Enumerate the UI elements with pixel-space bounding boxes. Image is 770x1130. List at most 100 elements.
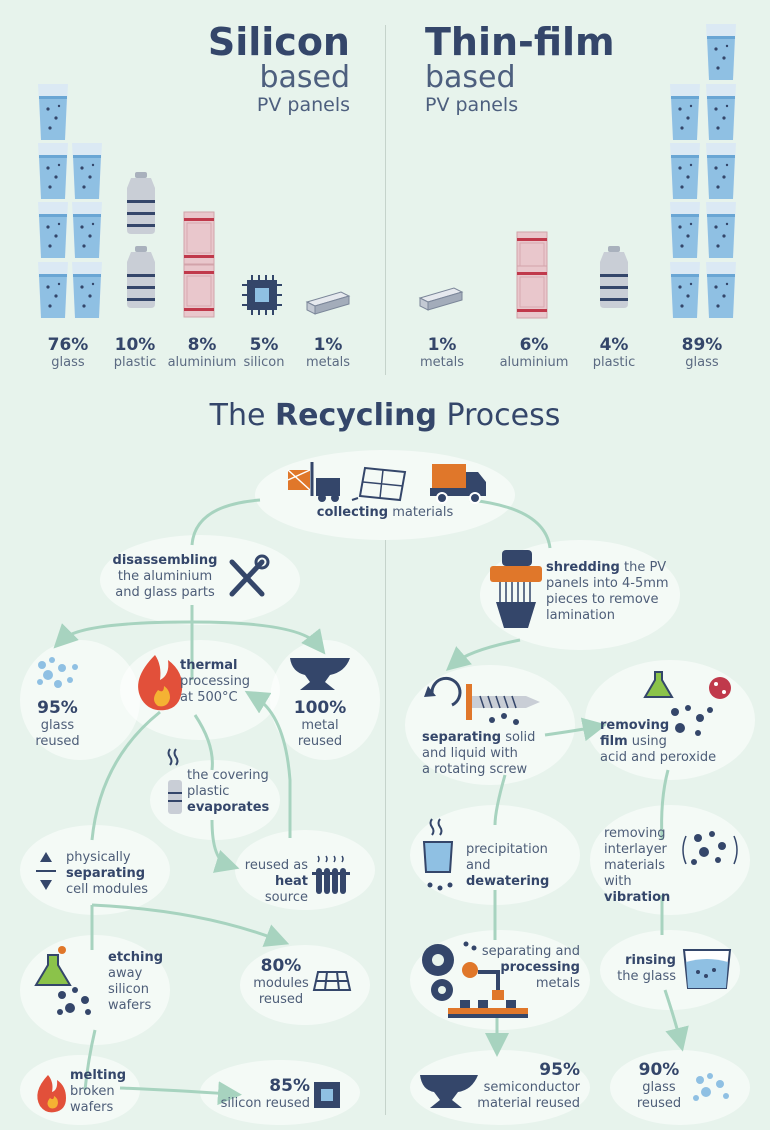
stat-pct: 5% (249, 335, 279, 355)
screw-text: separating solid and liquid with a rotat… (422, 730, 557, 778)
film-l2-bold: film (600, 734, 628, 749)
collecting-rest: materials (388, 505, 454, 520)
acid-flask-icon (643, 671, 674, 698)
anvil-icon (290, 658, 350, 690)
shredder-icon (490, 550, 542, 628)
screw-icon (466, 684, 540, 725)
glass90-l1: glass (642, 1080, 676, 1095)
thermal-l2: processing (180, 674, 251, 689)
vibration-l2: interlayer (604, 842, 667, 857)
heat-rest: source (264, 890, 308, 905)
stat-pct: 6% (519, 335, 549, 355)
thinfilm-pv-panels: PV panels (425, 94, 519, 116)
evaporates-bold: evaporates (187, 800, 270, 815)
stat-label: silicon (243, 355, 285, 370)
stat-label: metals (305, 355, 351, 370)
shredding-l3: pieces to remove (546, 592, 659, 607)
silicon85-pct: 85% (269, 1076, 310, 1096)
silicon-chip-icon (314, 1082, 340, 1108)
flask-icon (34, 946, 72, 986)
film-l2: using (627, 734, 667, 749)
glass90-pct: 90% (638, 1060, 680, 1080)
drops-icon (463, 941, 477, 951)
vibration-bold: vibration (604, 890, 671, 905)
etching-l4: wafers (108, 998, 152, 1013)
process-title-pre: The (209, 398, 276, 433)
heat-l1: reused as (244, 858, 308, 873)
heat-waves-icon (317, 855, 344, 863)
semi95-pct: 95% (539, 1060, 580, 1080)
etching-l2: away (108, 966, 143, 981)
modules80-l1: modules (253, 976, 309, 991)
silicon-plastic-stat: 10% plastic (103, 335, 167, 370)
forklift-icon (287, 462, 340, 502)
silicon-silicon-stat: 5% silicon (236, 335, 292, 370)
shredding-rest: the PV (619, 560, 667, 575)
stat-label: plastic (592, 355, 636, 370)
shredding-text: shredding the PV panels into 4-5mm piece… (546, 560, 676, 624)
module-panel-icon (312, 971, 352, 991)
metal100-pct: 100% (293, 698, 347, 718)
film-l3: acid and peroxide (600, 750, 717, 765)
semi95-text: 95% semiconductor material reused (470, 1060, 580, 1112)
evaporates-l1: the covering (187, 768, 269, 783)
precip-bold: dewatering (466, 874, 550, 889)
stat-label: metals (419, 355, 465, 370)
melting-bold: melting (70, 1068, 127, 1083)
metal100-l2: reused (297, 734, 343, 749)
thermal-l3: at 500°C (180, 690, 238, 705)
plastic-bottle-icon (168, 780, 182, 814)
conveyor-icon (448, 1000, 528, 1018)
silicon-metals-stat: 1% metals (300, 335, 356, 370)
melting-fire-icon (37, 1075, 66, 1113)
metal100-l1: metal (301, 718, 339, 733)
stat-label: glass (51, 355, 85, 370)
thinfilm-plastic-stat: 4% plastic (584, 335, 644, 370)
disassembling-l3: and glass parts (115, 585, 215, 600)
collecting-text: collecting materials (305, 505, 465, 521)
vibration-text: removing interlayer materials with vibra… (604, 826, 694, 906)
vibration-l4: with (604, 874, 632, 889)
basin-icon (682, 949, 732, 989)
glass95-pct: 95% (37, 698, 78, 718)
thinfilm-title: Thin-film (425, 20, 615, 64)
vibration-particles-icon (691, 831, 726, 865)
shredding-l4: lamination (546, 608, 615, 623)
silicon-based: based (259, 60, 350, 95)
modules80-text: 80% modules reused (250, 956, 312, 1008)
rinsing-l2: the glass (617, 969, 676, 984)
heat-text: reused as heat source (232, 858, 308, 906)
separating-cells-bold: separating (66, 866, 146, 881)
glass95-l2: reused (35, 734, 80, 749)
precip-l2: and (466, 858, 491, 873)
peroxide-icon (709, 677, 731, 699)
vibration-waves-icon (682, 835, 738, 865)
melting-l2: broken (70, 1084, 115, 1099)
stat-label: aluminium (499, 355, 569, 370)
wafer-fragments-icon (57, 987, 91, 1015)
melting-l3: wafers (70, 1100, 114, 1115)
film-bold: removing (600, 718, 670, 733)
etching-l3: silicon (108, 982, 149, 997)
thinfilm-metals-stat: 1% metals (412, 335, 472, 370)
metals-bold: processing (500, 960, 580, 975)
film-fragments-icon (671, 705, 713, 736)
thinfilm-based: based (425, 60, 516, 95)
collecting-bold: collecting (316, 505, 389, 520)
stat-pct: 4% (599, 335, 629, 355)
rinsing-bold: rinsing (625, 953, 676, 968)
solar-panel-icon (351, 466, 407, 502)
thinfilm-heading: Thin-film based PV panels (425, 22, 645, 116)
precipitation-text: precipitation and dewatering (466, 842, 576, 890)
steam-icon-2 (429, 818, 443, 836)
stat-pct: 1% (313, 335, 343, 355)
process-title: The Recycling Process (0, 398, 770, 433)
modules80-l2: reused (258, 992, 304, 1007)
stat-pct: 8% (187, 335, 217, 355)
vibration-l3: materials (604, 858, 666, 873)
steam-icon (167, 748, 179, 766)
silicon-aluminium-stat: 8% aluminium (162, 335, 242, 370)
modules80-pct: 80% (260, 956, 302, 976)
precip-l1: precipitation (466, 842, 548, 857)
